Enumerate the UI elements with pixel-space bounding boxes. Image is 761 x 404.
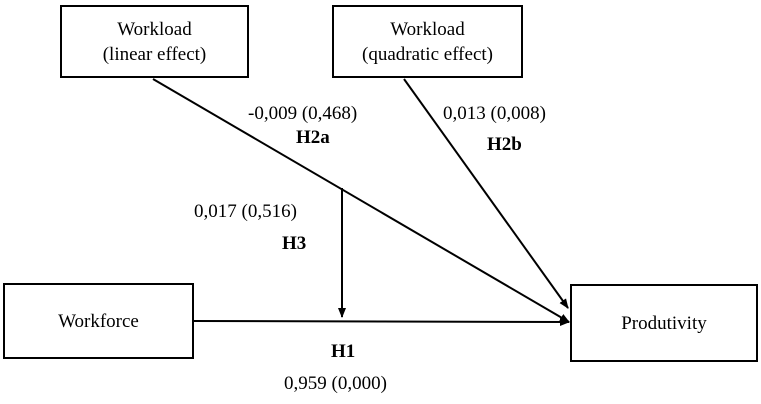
node-workforce: Workforce [3, 283, 194, 359]
arrow-h1 [193, 317, 570, 326]
hypothesis-h2a: H2a [296, 127, 330, 148]
arrow-h2a [152, 78, 570, 323]
hypothesis-h3: H3 [282, 233, 307, 254]
hypothesis-h2b: H2b [487, 134, 522, 155]
node-workload-linear-line2: (linear effect) [102, 43, 207, 65]
node-workforce-label: Workforce [58, 310, 139, 332]
coefficient-h1: 0,959 (0,000) [284, 373, 387, 394]
coefficient-h2a: -0,009 (0,468) [248, 103, 358, 124]
coefficient-h3: 0,017 (0,516) [194, 201, 297, 222]
coefficient-h2b: 0,013 (0,008) [443, 103, 546, 124]
node-productivity: Produtivity [570, 284, 758, 362]
node-workload-quadratic-line1: Workload [390, 18, 465, 40]
node-workload-quadratic-line2: (quadratic effect) [362, 43, 493, 65]
node-productivity-label: Produtivity [621, 312, 707, 334]
node-workload-linear-line1: Workload [117, 18, 192, 40]
node-workload-linear: Workload (linear effect) [60, 5, 249, 78]
hypothesis-h1: H1 [331, 341, 356, 362]
node-workload-quadratic: Workload (quadratic effect) [332, 5, 523, 78]
arrow-h2b [403, 78, 569, 309]
